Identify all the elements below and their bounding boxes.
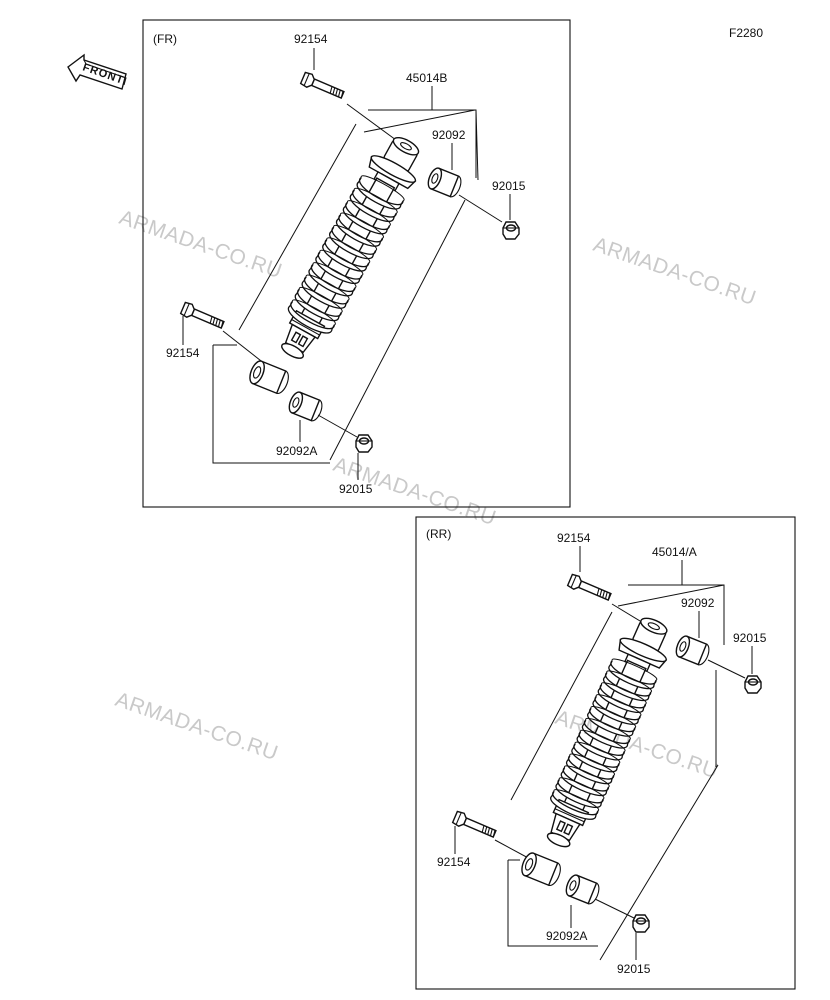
watermarks: ARMADA-CO.RU ARMADA-CO.RU ARMADA-CO.RU A… [112, 206, 759, 783]
spring-coil-back [291, 299, 336, 326]
rear-label-collar-top: 92092 [681, 596, 715, 610]
spring-coil-back [590, 706, 636, 729]
spring-coil [608, 660, 657, 690]
spring-coil-back [558, 777, 605, 800]
spring-coil-back [305, 274, 350, 301]
rear-assembly-number: 45014/A [652, 545, 697, 559]
rear-label-nut-top: 92015 [733, 631, 767, 645]
rear-label-nut-bottom: 92015 [617, 962, 651, 976]
spring-coil [349, 189, 397, 223]
spring-coil-back [346, 200, 391, 227]
spring-coil-back [360, 175, 405, 202]
spring-coil [342, 201, 391, 235]
front-label-nut-top: 92015 [492, 179, 526, 193]
front-label-collar-bottom: 92092A [276, 444, 317, 458]
spring-coil-back [564, 765, 610, 788]
front-label-nut-bottom: 92015 [339, 482, 373, 496]
spring-coil-back [553, 789, 599, 812]
spring-coil-back [569, 753, 615, 776]
spring-coil [356, 177, 404, 210]
spring-coil-back [298, 286, 343, 313]
spring-coil-back [601, 682, 647, 705]
spring-coil [565, 755, 615, 785]
spring-coil [587, 707, 636, 737]
spring-coil-back [574, 741, 621, 764]
rear-label-bolt-top: 92154 [557, 531, 591, 545]
front-shock-absorber [267, 128, 432, 369]
spring-coil [294, 288, 342, 322]
spring-coil-back [353, 187, 398, 214]
front-label-bolt-bottom: 92154 [166, 346, 200, 360]
spring-coil [301, 276, 349, 309]
watermark-4: ARMADA-CO.RU [112, 688, 281, 765]
spring-coil [592, 695, 641, 725]
front-assembly-title: (FR) [153, 32, 177, 46]
spring-coil-back [312, 262, 357, 289]
spring-coil [322, 239, 370, 272]
spring-coil [315, 251, 363, 285]
spring-coil-back [326, 237, 371, 264]
spring-coil-back [606, 670, 652, 693]
spring-coil [555, 778, 604, 809]
front-label-collar-top: 92092 [432, 128, 466, 142]
spring-coil [581, 719, 631, 749]
spring-coil-back [340, 212, 384, 239]
watermark-2: ARMADA-CO.RU [590, 233, 759, 310]
watermark-1: ARMADA-CO.RU [116, 206, 285, 283]
spring-coil [335, 214, 384, 247]
front-assembly: (FR) 45014B 92154 92092 92015 92154 [142, 19, 571, 508]
spring-coil-back [319, 249, 364, 276]
spring-coil-back [595, 694, 642, 717]
figure-code: F2280 [729, 26, 763, 40]
spring-coil [576, 731, 625, 761]
front-arrow: FRONT [67, 53, 127, 90]
spring-coil [328, 226, 377, 260]
front-assembly-frame [142, 19, 571, 508]
rear-assembly-bracket [617, 584, 725, 645]
rear-label-bolt-bottom: 92154 [437, 855, 471, 869]
rear-assembly: (RR) 45014/A 92154 92092 92015 92154 [415, 516, 796, 990]
spring-coil [287, 301, 336, 334]
spring-coil-back [333, 224, 377, 251]
spring-coil [602, 672, 652, 702]
front-label-bolt-top: 92154 [294, 32, 328, 46]
spring-coil-back [579, 729, 626, 752]
spring-coil-back [585, 717, 631, 741]
spring-coil [550, 790, 599, 820]
front-assembly-number: 45014B [406, 71, 447, 85]
spring-coil [308, 263, 356, 297]
rear-shock-absorber [533, 609, 680, 856]
rear-assembly-title: (RR) [426, 527, 451, 541]
rear-assembly-frame [415, 516, 796, 990]
spring-coil [560, 767, 610, 797]
spring-coil [571, 743, 620, 773]
spring-coil-back [611, 658, 658, 681]
rear-label-collar-bottom: 92092A [546, 929, 587, 943]
spring-coil [597, 683, 647, 714]
